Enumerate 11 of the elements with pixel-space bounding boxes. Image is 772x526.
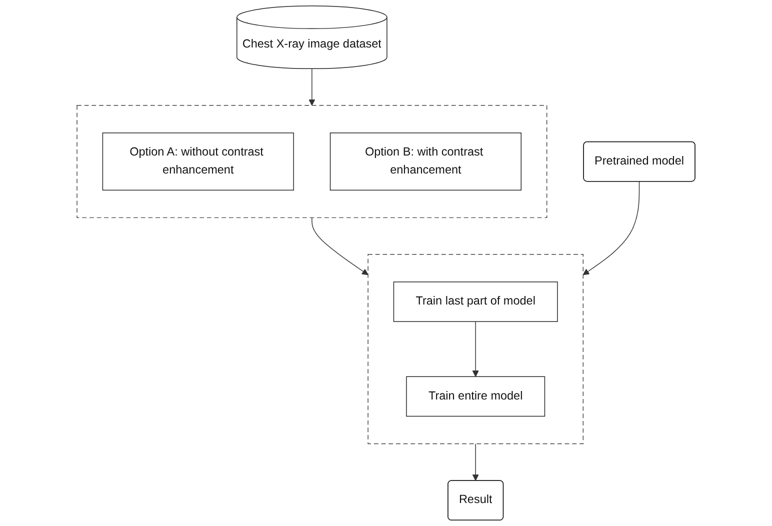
cluster <box>76 105 548 218</box>
node-box: Train entire model <box>406 376 546 417</box>
arrow <box>308 68 316 106</box>
arrow <box>472 443 479 481</box>
node-box: Train last part of model <box>393 282 558 322</box>
arrow <box>312 217 368 276</box>
cluster <box>368 254 584 444</box>
node-box: Option A: without contrast enhancement <box>102 132 294 191</box>
arrow <box>582 180 640 276</box>
node-box: Option B: with contrast enhancement <box>330 132 522 191</box>
arrow <box>472 321 479 377</box>
